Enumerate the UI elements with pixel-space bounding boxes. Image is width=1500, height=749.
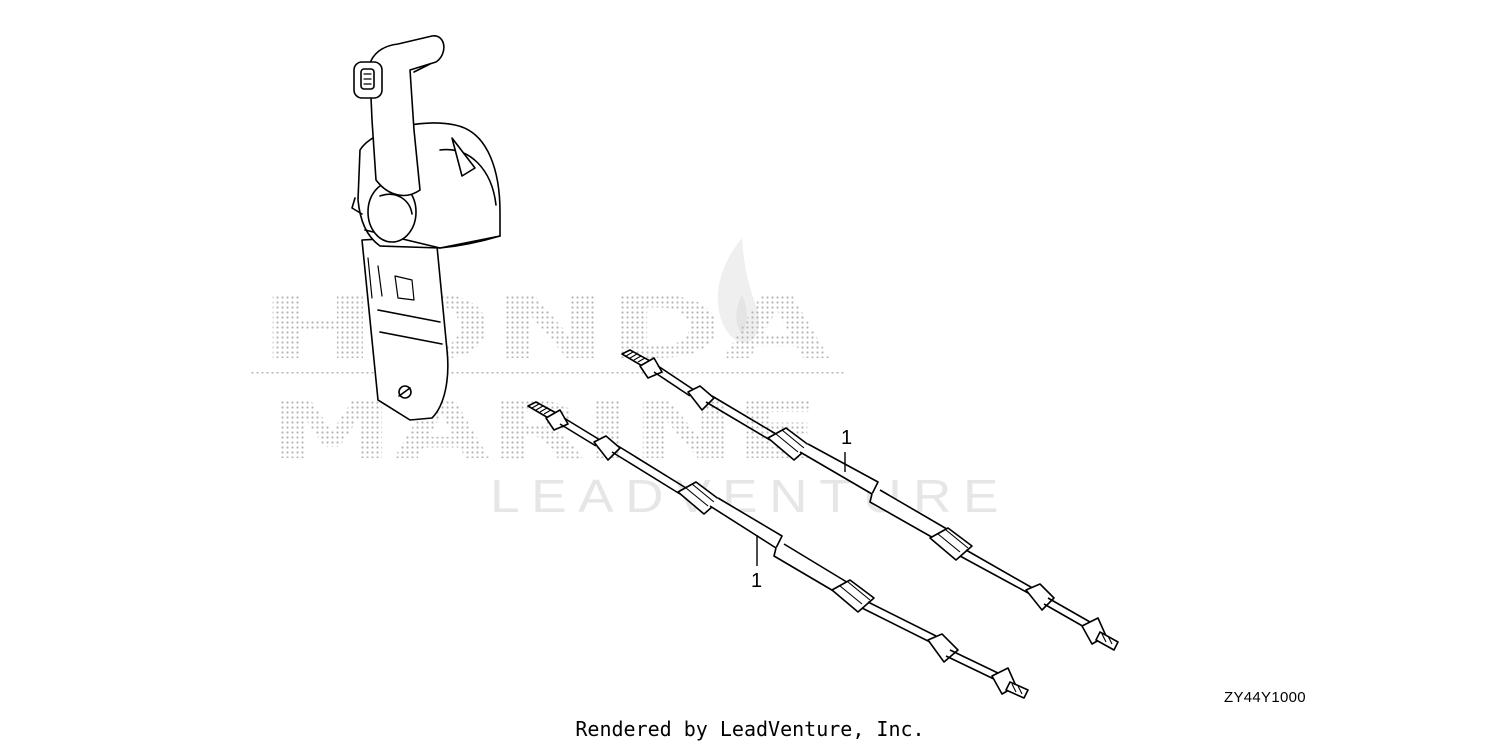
diagram-code: ZY44Y1000 bbox=[1224, 689, 1306, 706]
watermark-brand-leadventure: LEADVENTURE bbox=[490, 470, 1010, 522]
callout-leaders bbox=[756, 452, 846, 566]
remote-control-box bbox=[351, 35, 501, 421]
watermark-brand-marine: MARINE bbox=[270, 387, 820, 477]
control-cable-lower bbox=[527, 401, 1029, 699]
watermark: HONDA MARINE LEADVENTURE bbox=[250, 238, 1010, 522]
watermark-divider bbox=[250, 372, 845, 376]
callout-number-lower-cable: 1 bbox=[751, 570, 763, 592]
watermark-flame-icon bbox=[717, 238, 760, 343]
callout-number-upper-cable: 1 bbox=[841, 427, 853, 449]
render-credit: Rendered by LeadVenture, Inc. bbox=[575, 717, 925, 741]
control-cable-upper bbox=[621, 349, 1119, 651]
watermark-brand-honda: HONDA bbox=[260, 279, 831, 379]
